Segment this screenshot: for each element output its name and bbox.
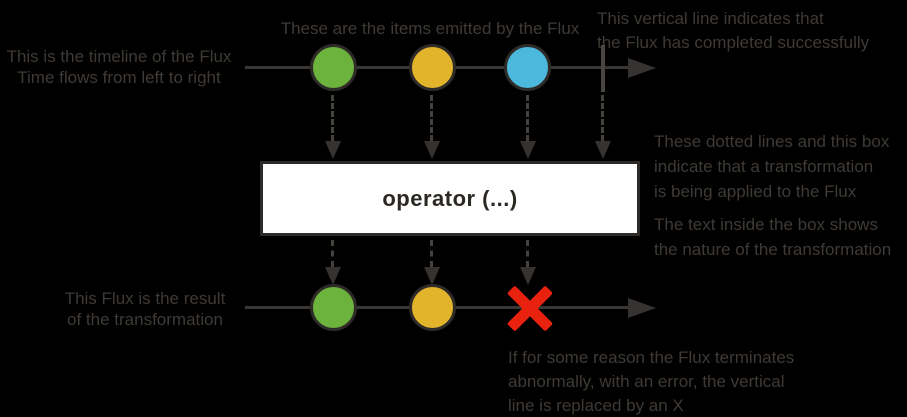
note-line: indicate that a transformation [654, 157, 874, 176]
note-line: is being applied to the Flux [654, 182, 857, 201]
down-arrow-icon [325, 267, 341, 285]
operator-box: operator (...) [260, 161, 640, 236]
note-result-flux: This Flux is the result of the transform… [30, 288, 260, 330]
note-line: This vertical line indicates that [597, 9, 824, 28]
result-item-green [310, 284, 357, 331]
source-item-green [310, 44, 357, 91]
note-line: abnormally, with an error, the vertical [508, 372, 785, 391]
note-error-terminal: If for some reason the Flux terminates a… [508, 346, 794, 417]
down-arrow-icon [520, 141, 536, 159]
note-line: the Flux has completed successfully [597, 33, 870, 52]
source-timeline-arrow-icon [628, 58, 656, 78]
error-x-icon [507, 285, 553, 332]
source-item-blue [504, 44, 551, 91]
note-line: the nature of the transformation [654, 240, 892, 259]
dotted-line [601, 95, 604, 141]
note-line: If for some reason the Flux terminates [508, 348, 795, 367]
result-timeline-arrow-icon [628, 298, 656, 318]
dotted-line [430, 95, 433, 141]
note-line: line is replaced by an X [508, 396, 684, 415]
note-line: This is the timeline of the Flux [6, 47, 232, 66]
note-line: The text inside the box shows [654, 215, 878, 234]
note-box-text: The text inside the box shows the nature… [654, 212, 891, 262]
note-source-timeline: This is the timeline of the Flux Time fl… [6, 46, 232, 88]
down-arrow-icon [424, 267, 440, 285]
note-line: of the transformation [67, 310, 223, 329]
note-emitted-items: These are the items emitted by the Flux [268, 17, 592, 41]
down-arrow-icon [325, 141, 341, 159]
note-transformation: These dotted lines and this box indicate… [654, 129, 889, 204]
dotted-line [430, 240, 433, 267]
down-arrow-icon [520, 267, 536, 285]
down-arrow-icon [595, 141, 611, 159]
note-line: This Flux is the result [64, 289, 226, 308]
dotted-line [331, 240, 334, 267]
dotted-line [331, 95, 334, 141]
dotted-line [526, 240, 529, 267]
complete-marker [601, 45, 605, 92]
note-line: Time flows from left to right [17, 68, 221, 87]
result-item-yellow [409, 284, 456, 331]
note-line: These dotted lines and this box [654, 132, 890, 151]
dotted-line [526, 95, 529, 141]
note-line: These are the items emitted by the Flux [280, 19, 580, 38]
down-arrow-icon [424, 141, 440, 159]
note-complete-line: This vertical line indicates that the Fl… [597, 7, 869, 55]
operator-label: operator (...) [382, 185, 518, 211]
source-item-yellow [409, 44, 456, 91]
